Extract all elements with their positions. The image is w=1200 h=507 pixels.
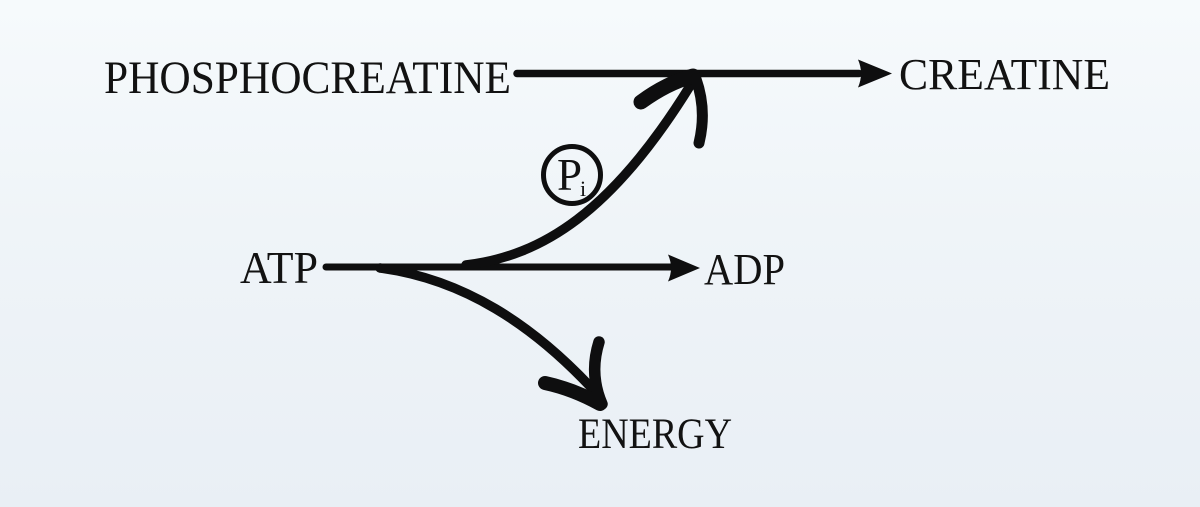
adp-arrowhead-icon — [668, 254, 700, 282]
pi-release-arrowhead-right-barb-icon — [690, 73, 708, 149]
creatine-node-label: CREATINE — [899, 50, 1110, 99]
phosphate-symbol: P — [557, 150, 582, 200]
energy-node-label: ENERGY — [578, 411, 732, 458]
phosphate-label: Pi — [557, 150, 586, 201]
phosphate-subscript: i — [580, 176, 586, 201]
creatine-arrowhead-icon — [858, 59, 892, 88]
phosphocreatine-node-label: PHOSPHOCREATINE — [104, 52, 511, 104]
pi-release-arrowhead-left-barb-icon — [633, 68, 701, 110]
atp-node-label: ATP — [240, 243, 318, 293]
phosphate-circle-icon — [541, 144, 603, 206]
energy-curve — [375, 263, 604, 401]
pi-release-curve — [461, 81, 695, 270]
energy-arrowhead-right-barb-icon — [588, 336, 608, 410]
adp-node-label: ADP — [704, 245, 785, 294]
